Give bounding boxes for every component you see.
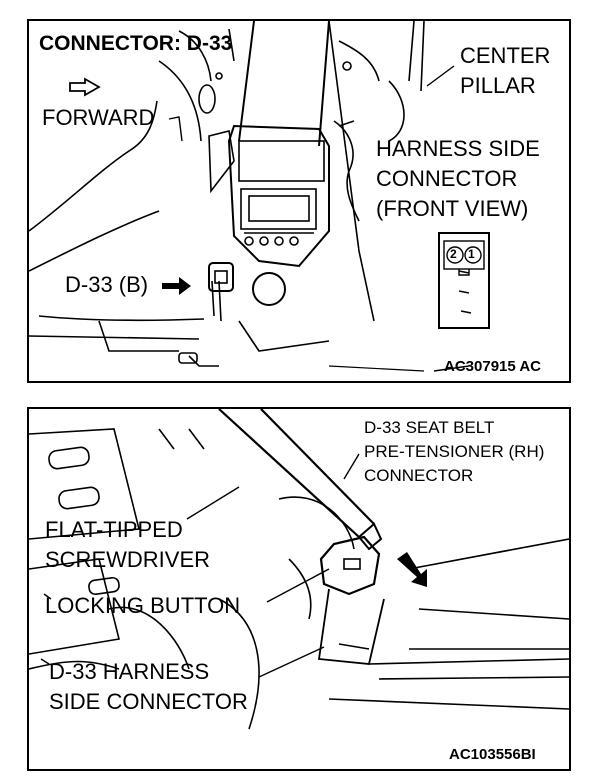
screwdriver-label-1: FLAT-TIPPED bbox=[45, 517, 183, 542]
seat-belt-label-2: PRE-TENSIONER (RH) bbox=[364, 442, 545, 461]
harness-side-label-2: CONNECTOR bbox=[376, 166, 518, 191]
locking-button-label: LOCKING BUTTON bbox=[45, 593, 241, 618]
center-pillar-label-1: CENTER bbox=[460, 43, 551, 68]
center-pillar-label-2: PILLAR bbox=[460, 73, 536, 98]
forward-label: FORWARD bbox=[42, 105, 155, 130]
harness-connector-label-2: SIDE CONNECTOR bbox=[49, 689, 248, 714]
screwdriver-label-2: SCREWDRIVER bbox=[45, 547, 211, 572]
harness-side-label-1: HARNESS SIDE bbox=[376, 136, 540, 161]
pin-1-label: 1 bbox=[468, 247, 475, 261]
connector-callout-label: D-33 (B) bbox=[65, 272, 149, 297]
harness-connector-label-1: D-33 HARNESS bbox=[49, 659, 210, 684]
figure-code: AC307915 AC bbox=[444, 358, 541, 375]
seat-belt-label-3: CONNECTOR bbox=[364, 466, 474, 485]
screwdriver-connector-illustration bbox=[29, 409, 569, 730]
vehicle-interior-illustration bbox=[29, 21, 490, 372]
connector-location-diagram: CONNECTOR: D-33 FORWARD CENTER PILLAR HA… bbox=[27, 19, 571, 383]
figure-code: AC103556BI bbox=[449, 746, 536, 763]
pin-2-label: 2 bbox=[450, 247, 457, 261]
diagram-title: CONNECTOR: D-33 bbox=[39, 32, 233, 55]
seat-belt-label-1: D-33 SEAT BELT bbox=[364, 418, 495, 437]
disconnection-procedure-diagram: D-33 SEAT BELT PRE-TENSIONER (RH) CONNEC… bbox=[27, 407, 571, 771]
harness-side-label-3: (FRONT VIEW) bbox=[376, 196, 529, 221]
